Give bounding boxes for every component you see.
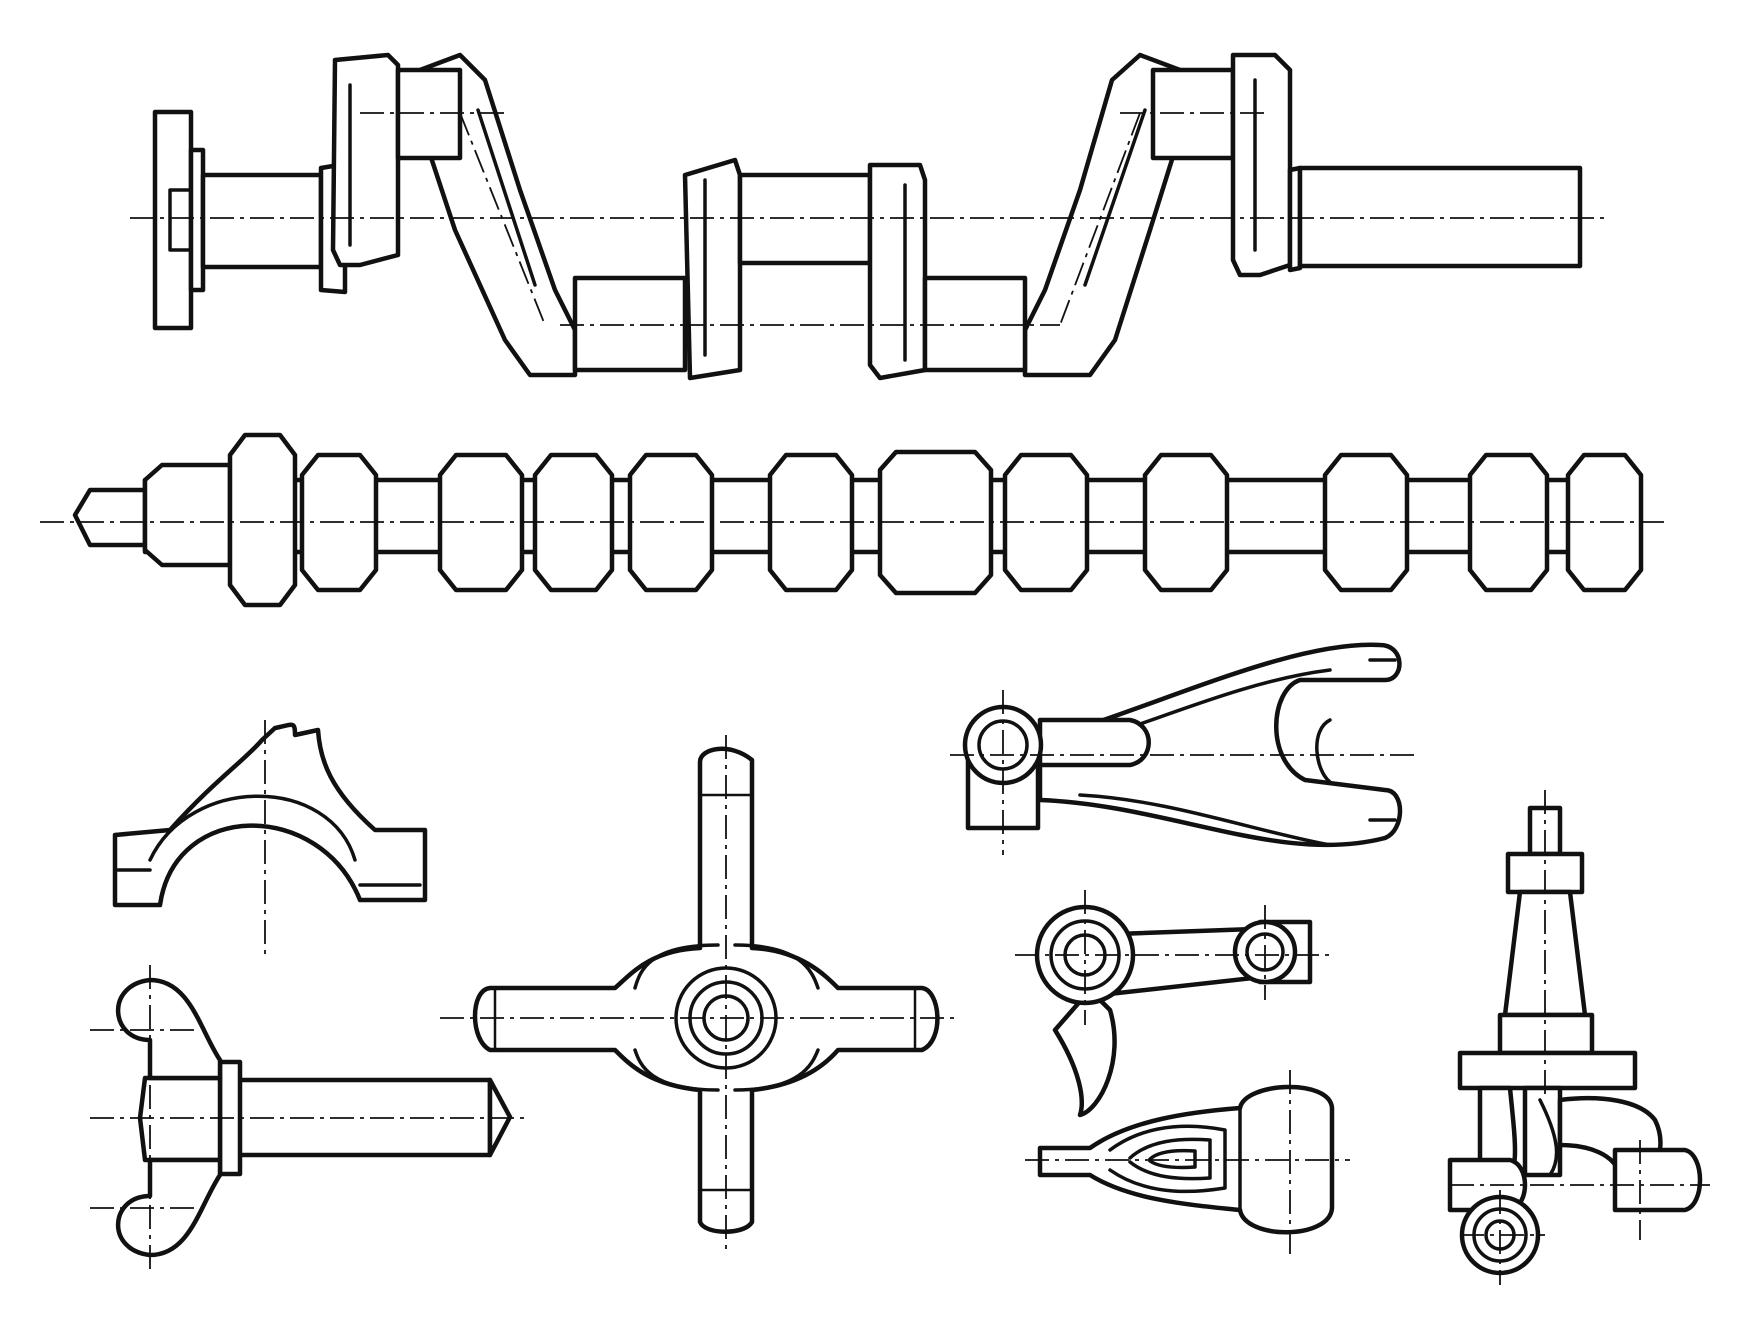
winged-pin: [90, 965, 525, 1270]
camshaft: [40, 432, 1665, 608]
forked-rod-end: [1025, 1070, 1350, 1260]
shifting-fork: [950, 642, 1420, 855]
crankshaft: [130, 52, 1610, 381]
steering-knuckle: [1447, 790, 1710, 1285]
cross-spider: [440, 735, 960, 1250]
bent-lever: [1015, 890, 1330, 1118]
bearing-cap: [112, 720, 428, 955]
